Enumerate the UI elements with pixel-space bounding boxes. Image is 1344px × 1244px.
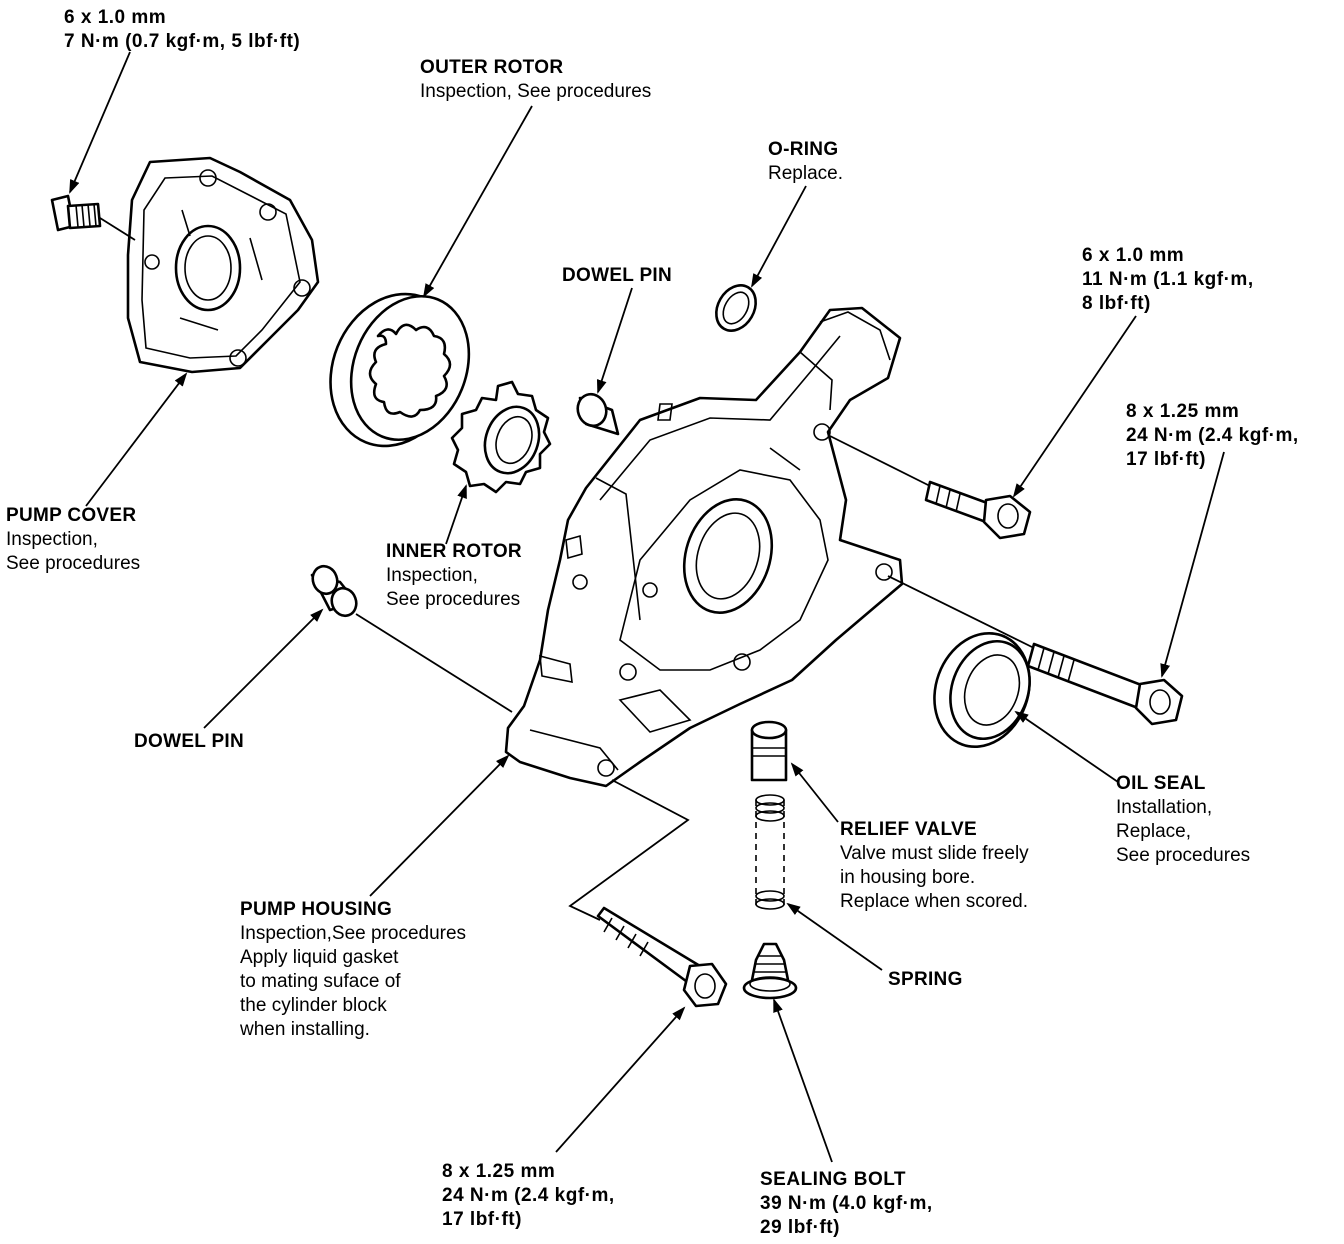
pump-housing-note-1: Inspection,See procedures bbox=[240, 923, 467, 944]
oil-seal-note-1: Installation, bbox=[1116, 797, 1213, 818]
outer-rotor-label: OUTER ROTOR Inspection, See procedures bbox=[420, 56, 651, 104]
pump-cover-note-2: See procedures bbox=[6, 553, 141, 574]
spring-label: SPRING bbox=[888, 968, 963, 992]
sealing-bolt-label: SEALING BOLT 39 N·m (4.0 kgf·m, 29 lbf·f… bbox=[760, 1168, 933, 1240]
sealing-bolt-icon bbox=[742, 942, 798, 1000]
oil-seal-icon bbox=[933, 631, 1031, 749]
outer-rotor-note: Inspection, See procedures bbox=[420, 81, 652, 102]
pump-housing-title: PUMP HOUSING bbox=[240, 899, 393, 920]
dowel-pin-top-title: DOWEL PIN bbox=[562, 265, 673, 286]
relief-valve-note-3: Replace when scored. bbox=[840, 891, 1028, 912]
bolt-icon bbox=[596, 906, 728, 1008]
inner-rotor-icon bbox=[450, 380, 552, 494]
dowel-pin-left-title: DOWEL PIN bbox=[134, 731, 245, 752]
right-bolt-label: 8 x 1.25 mm 24 N·m (2.4 kgf·m, 17 lbf·ft… bbox=[1126, 400, 1299, 472]
cover-bolt-label: 6 x 1.0 mm 7 N·m (0.7 kgf·m, 5 lbf·ft) bbox=[64, 6, 300, 54]
cover-bolt-size: 6 x 1.0 mm bbox=[64, 7, 167, 28]
outer-rotor-icon bbox=[329, 292, 471, 448]
pump-housing-label: PUMP HOUSING Inspection,See procedures A… bbox=[240, 898, 466, 1042]
oil-seal-note-3: See procedures bbox=[1116, 845, 1251, 866]
o-ring-title: O-RING bbox=[768, 139, 839, 160]
pump-housing-note-4: the cylinder block bbox=[240, 995, 387, 1016]
sealing-bolt-torque: 39 N·m (4.0 kgf·m, bbox=[760, 1193, 933, 1214]
relief-valve-label: RELIEF VALVE Valve must slide freely in … bbox=[840, 818, 1029, 914]
bolt-icon bbox=[1026, 642, 1184, 726]
pump-cover-icon bbox=[126, 156, 320, 374]
dowel-pin-icon bbox=[576, 392, 620, 436]
inner-rotor-title: INNER ROTOR bbox=[386, 541, 522, 562]
cover-bolt-torque: 7 N·m (0.7 kgf·m, 5 lbf·ft) bbox=[64, 31, 301, 52]
inner-rotor-note-2: See procedures bbox=[386, 589, 521, 610]
sealing-bolt-torque-2: 29 lbf·ft) bbox=[760, 1217, 840, 1238]
relief-valve-icon bbox=[750, 720, 788, 782]
sealing-bolt-title: SEALING BOLT bbox=[760, 1169, 907, 1190]
upper-bolt-size: 6 x 1.0 mm bbox=[1082, 245, 1185, 266]
oil-seal-label: OIL SEAL Installation, Replace, See proc… bbox=[1116, 772, 1250, 868]
pump-housing-note-2: Apply liquid gasket bbox=[240, 947, 399, 968]
pump-cover-label: PUMP COVER Inspection, See procedures bbox=[6, 504, 140, 576]
upper-bolt-label: 6 x 1.0 mm 11 N·m (1.1 kgf·m, 8 lbf·ft) bbox=[1082, 244, 1254, 316]
spring-title: SPRING bbox=[888, 969, 963, 990]
dowel-pin-top-label: DOWEL PIN bbox=[562, 264, 672, 288]
oil-seal-title: OIL SEAL bbox=[1116, 773, 1206, 794]
pump-cover-note-1: Inspection, bbox=[6, 529, 98, 550]
relief-valve-note-1: Valve must slide freely bbox=[840, 843, 1029, 864]
o-ring-note: Replace. bbox=[768, 163, 843, 184]
bottom-bolt-label: 8 x 1.25 mm 24 N·m (2.4 kgf·m, 17 lbf·ft… bbox=[442, 1160, 615, 1232]
pump-housing-note-3: to mating suface of bbox=[240, 971, 401, 992]
bottom-bolt-torque: 24 N·m (2.4 kgf·m, bbox=[442, 1185, 615, 1206]
bolt-icon bbox=[924, 480, 1032, 540]
relief-valve-note-2: in housing bore. bbox=[840, 867, 976, 888]
bolt-icon bbox=[50, 194, 102, 232]
inner-rotor-label: INNER ROTOR Inspection, See procedures bbox=[386, 540, 522, 612]
pump-cover-title: PUMP COVER bbox=[6, 505, 137, 526]
right-bolt-torque: 24 N·m (2.4 kgf·m, bbox=[1126, 425, 1299, 446]
oil-seal-note-2: Replace, bbox=[1116, 821, 1191, 842]
leader-lines bbox=[69, 51, 1225, 1163]
inner-rotor-note-1: Inspection, bbox=[386, 565, 478, 586]
o-ring-label: O-RING Replace. bbox=[768, 138, 843, 186]
right-bolt-size: 8 x 1.25 mm bbox=[1126, 401, 1240, 422]
outer-rotor-title: OUTER ROTOR bbox=[420, 57, 564, 78]
bottom-bolt-size: 8 x 1.25 mm bbox=[442, 1161, 556, 1182]
dowel-pin-icon bbox=[310, 564, 358, 618]
right-bolt-torque-2: 17 lbf·ft) bbox=[1126, 449, 1206, 470]
relief-valve-title: RELIEF VALVE bbox=[840, 819, 977, 840]
dowel-pin-left-label: DOWEL PIN bbox=[134, 730, 244, 754]
pump-housing-icon bbox=[504, 306, 904, 788]
bottom-bolt-torque-2: 17 lbf·ft) bbox=[442, 1209, 522, 1230]
upper-bolt-torque-2: 8 lbf·ft) bbox=[1082, 293, 1151, 314]
upper-bolt-torque: 11 N·m (1.1 kgf·m, bbox=[1082, 269, 1254, 290]
o-ring-icon bbox=[715, 284, 757, 332]
pump-housing-note-5: when installing. bbox=[240, 1019, 370, 1040]
spring-icon bbox=[755, 794, 785, 910]
